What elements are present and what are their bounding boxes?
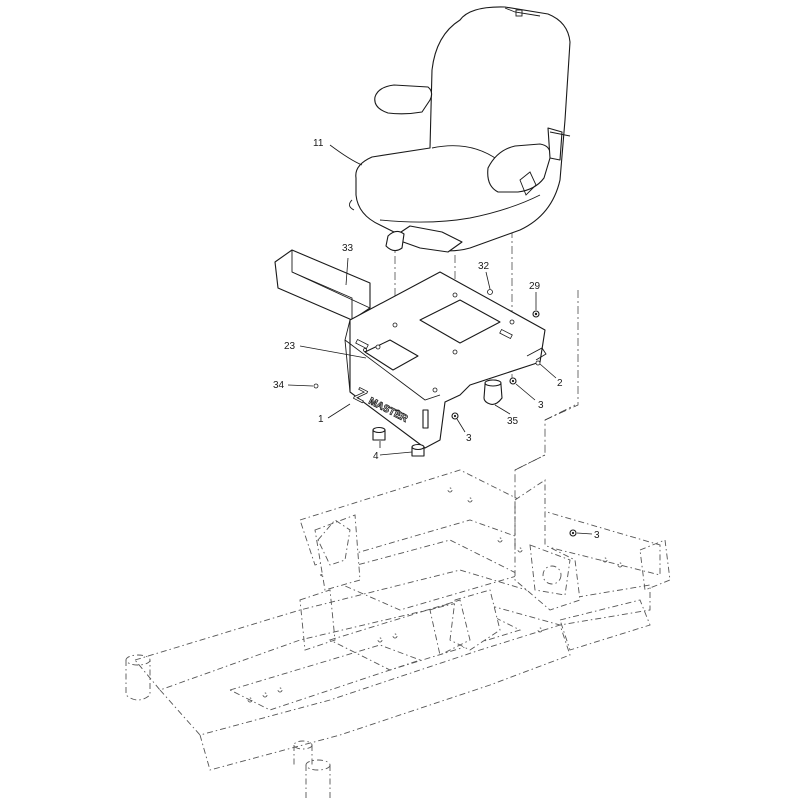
callout-32: 32 bbox=[478, 261, 490, 272]
callout-35: 35 bbox=[507, 416, 519, 427]
callout-3-middle: 3 bbox=[466, 433, 472, 444]
hardware-items bbox=[313, 289, 577, 537]
callout-labels: 11 33 32 29 23 2 34 3 35 1 3 4 3 bbox=[273, 138, 600, 541]
seat-pan: Z MASTER bbox=[344, 271, 546, 449]
seat-assembly bbox=[349, 6, 571, 253]
fastener-34 bbox=[313, 383, 319, 389]
callout-3-lower: 3 bbox=[594, 530, 600, 541]
seat-flap-panel bbox=[274, 249, 371, 321]
callout-1: 1 bbox=[318, 414, 324, 425]
screw-32 bbox=[487, 289, 493, 295]
callout-3-upper: 3 bbox=[538, 400, 544, 411]
callout-29: 29 bbox=[529, 281, 541, 292]
callout-34: 34 bbox=[273, 380, 285, 391]
clip-2 bbox=[526, 347, 547, 361]
callout-4: 4 bbox=[373, 451, 379, 462]
callout-11: 11 bbox=[313, 138, 324, 149]
callout-23: 23 bbox=[284, 341, 296, 352]
callout-2: 2 bbox=[557, 378, 563, 389]
leader-lines bbox=[287, 144, 593, 535]
chassis-frame-phantom bbox=[125, 469, 671, 798]
callout-33: 33 bbox=[342, 243, 354, 254]
